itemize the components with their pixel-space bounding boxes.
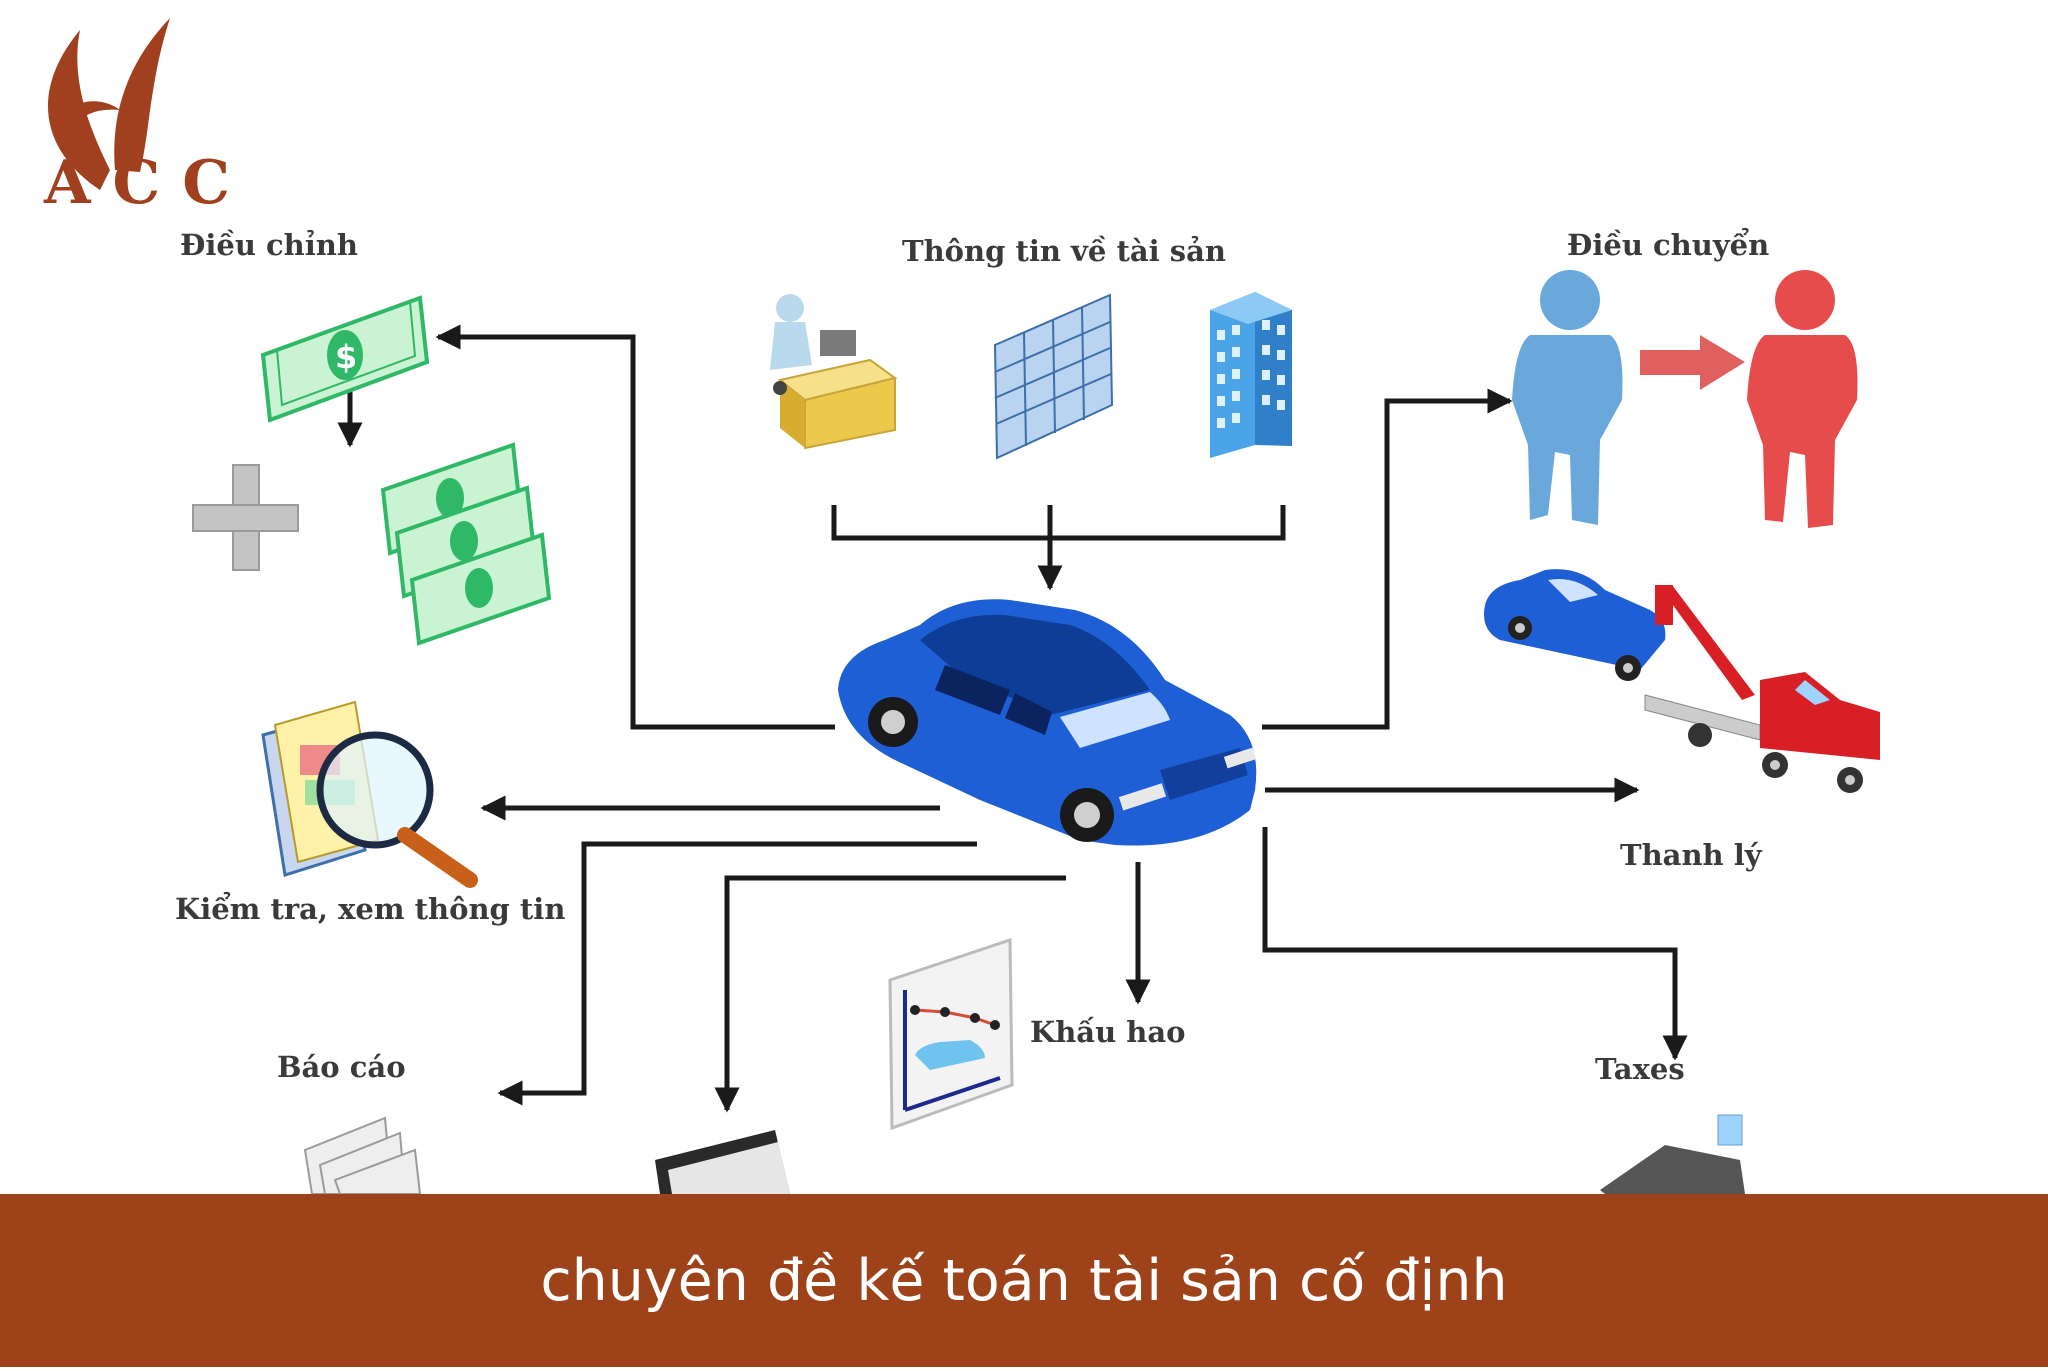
depreciation-chart-icon bbox=[888, 937, 1014, 1131]
arrow-to-bao-cao bbox=[497, 841, 977, 1106]
arrow-to-taxes bbox=[1262, 827, 1688, 1061]
person-red-icon bbox=[1747, 270, 1858, 528]
label-dieu-chinh: Điều chỉnh bbox=[180, 228, 358, 262]
plus-icon bbox=[192, 464, 299, 571]
acc-logo-icon bbox=[47, 18, 170, 190]
label-thanh-ly: Thanh lý bbox=[1620, 838, 1762, 872]
inspect-icon bbox=[261, 700, 478, 888]
main-car-icon bbox=[838, 599, 1257, 846]
label-khau-hao: Khấu hao bbox=[1030, 1015, 1186, 1049]
small-car-icon bbox=[1484, 569, 1666, 681]
label-kiem-tra: Kiểm tra, xem thông tin bbox=[175, 892, 566, 926]
book-icon bbox=[655, 1130, 790, 1194]
label-taxes: Taxes bbox=[1595, 1052, 1685, 1086]
arrow-to-dieu-chuyen bbox=[1262, 388, 1513, 730]
person-blue-icon bbox=[1512, 270, 1623, 525]
money-bill-icon: $ bbox=[260, 295, 430, 423]
building-icon bbox=[1210, 292, 1292, 458]
money-stack-icon bbox=[380, 442, 552, 646]
arrow-to-book bbox=[714, 875, 1066, 1113]
spreadsheet-icon bbox=[993, 293, 1114, 460]
caption-text: chuyên đề kế toán tài sản cố định bbox=[540, 1247, 1508, 1314]
acc-logo-text: ACC bbox=[44, 148, 253, 218]
person-at-desk-icon bbox=[770, 294, 898, 450]
svg-text:$: $ bbox=[335, 338, 357, 376]
report-papers-icon bbox=[303, 1116, 422, 1195]
arrow-to-dieu-chinh bbox=[435, 324, 835, 730]
connector-arrows bbox=[337, 324, 1688, 1113]
taxes-machine-icon bbox=[1600, 1114, 1745, 1194]
arrow-info-bracket bbox=[831, 505, 1286, 541]
tow-truck-icon bbox=[1644, 585, 1880, 793]
transfer-arrow-icon bbox=[1640, 335, 1745, 390]
caption-bar: chuyên đề kế toán tài sản cố định bbox=[0, 1194, 2048, 1367]
label-dieu-chuyen: Điều chuyển bbox=[1567, 228, 1770, 262]
label-bao-cao: Báo cáo bbox=[277, 1050, 406, 1084]
label-thong-tin-tai-san: Thông tin về tài sản bbox=[902, 234, 1226, 268]
